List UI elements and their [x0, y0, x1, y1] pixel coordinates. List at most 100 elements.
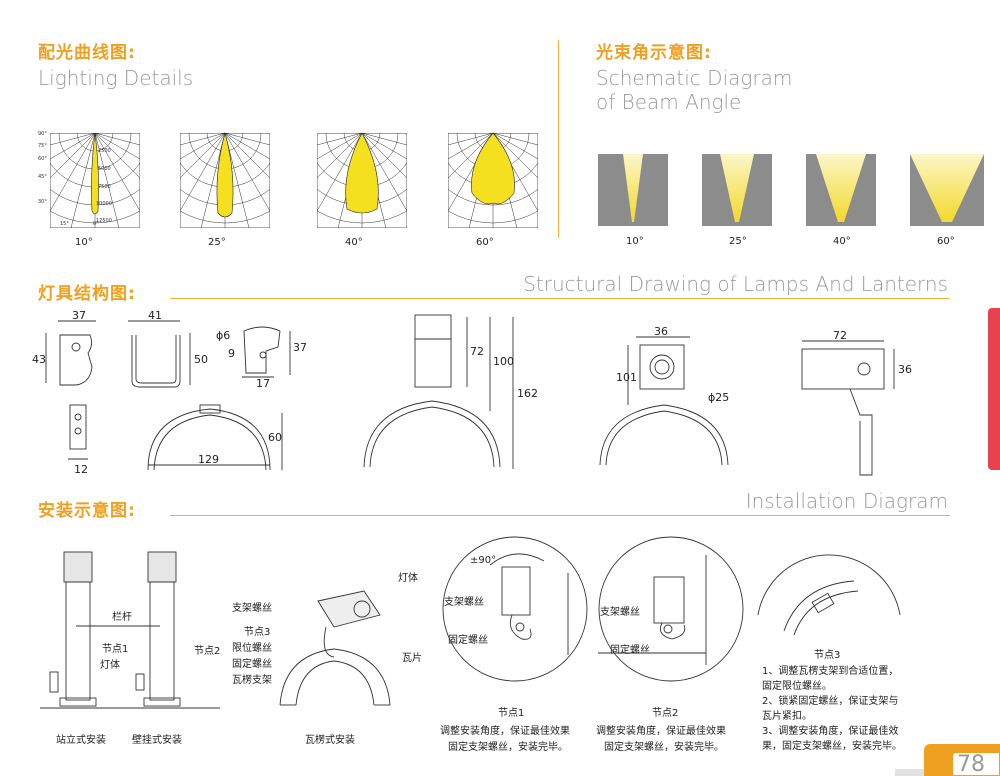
beam-box-60 [910, 154, 984, 226]
polar-tick-90: 90° [38, 131, 47, 137]
dim-60: 60 [268, 431, 282, 444]
label-tile-bracket: 瓦楞支架 [232, 673, 272, 686]
dim-72a: 72 [470, 345, 484, 358]
node2-line1: 调整安装角度，保证最佳效果 [596, 726, 726, 737]
lighting-title-cn: 配光曲线图: [38, 43, 136, 63]
part-u-channel [128, 320, 191, 388]
caption-tile: 瓦楞式安装 [305, 735, 355, 746]
label-lamp-body: 灯体 [398, 572, 418, 584]
dim-phi6: ϕ6 [216, 329, 230, 342]
label-lamp: 灯体 [100, 659, 120, 671]
label-tile: 瓦片 [402, 651, 422, 664]
beam-lobe [91, 132, 99, 215]
dim-100: 100 [493, 355, 514, 368]
polar-tick-60: 60° [38, 156, 47, 162]
label-rail: 栏杆 [112, 610, 132, 623]
node1-line2: 固定支架螺丝，安装完毕。 [448, 742, 568, 753]
part-side-clip [68, 404, 88, 460]
label-limit-screw: 限位螺丝 [232, 641, 272, 654]
structure-rule [170, 298, 950, 299]
label-node2: 节点2 [194, 645, 220, 657]
structure-drawings: 37 43 41 50 ϕ6 9 37 17 12 129 60 72 100 … [32, 309, 912, 476]
beam-lobe [345, 132, 379, 214]
tile-install-drawing: 灯体 支架螺丝 节点3 限位螺丝 固定螺丝 瓦楞支架 瓦片 [232, 572, 422, 706]
beam-angle-40: 40° [833, 236, 851, 247]
part-hook-bracket [45, 320, 96, 386]
node3-line4: 瓦片紧扣。 [762, 711, 812, 722]
dim-36a: 36 [654, 325, 668, 338]
dim-37a: 37 [72, 309, 86, 322]
node2-drawing: 支架螺丝 固定螺丝 [598, 536, 744, 682]
polar-chart-25 [180, 131, 270, 228]
caption-standing: 站立式安装 [56, 735, 106, 746]
node3-line5: 3、调整安装角度，保证最佳效 [762, 726, 899, 737]
polar-tick-75: 75° [38, 143, 47, 149]
node1-angle: ±90° [470, 555, 496, 566]
beam-angle-60: 60° [937, 236, 955, 247]
dim-17: 17 [256, 377, 270, 390]
dim-72b: 72 [833, 329, 847, 342]
node3-line1: 1、调整瓦楞支架到合适位置， [762, 666, 899, 677]
polar-chart-40 [317, 132, 407, 228]
beam-title-en-1: Schematic Diagram [596, 66, 793, 90]
beam-box-25 [702, 154, 772, 226]
beam-box-40 [806, 154, 876, 226]
dim-50: 50 [194, 353, 208, 366]
structure-title-en: Structural Drawing of Lamps And Lanterns [523, 272, 948, 296]
install-rule [170, 515, 950, 516]
dim-phi25: ϕ25 [708, 391, 729, 404]
polar-tick-0: 0° [93, 221, 99, 227]
label-node1: 节点1 [102, 643, 128, 655]
node3-line2: 固定限位螺丝。 [762, 681, 832, 692]
node2-title: 节点2 [652, 708, 679, 719]
install-title-cn: 安装示意图: [38, 501, 136, 521]
polar-ring-4: 10000 [96, 201, 112, 207]
node1-line1: 调整安装角度，保证最佳效果 [440, 726, 570, 737]
polar-ring-3: 7500 [98, 184, 111, 190]
node1-title: 节点1 [498, 708, 525, 719]
lighting-title-en: Lighting Details [38, 66, 194, 90]
polar-ring-5: 12500 [96, 218, 112, 224]
part-projector-side [801, 340, 895, 476]
label-fix-screw: 固定螺丝 [232, 657, 272, 670]
section-divider [558, 40, 559, 238]
dim-37b: 37 [293, 341, 307, 354]
part-lamp-arc [363, 314, 514, 469]
node2-line2: 固定支架螺丝，安装完毕。 [604, 742, 724, 753]
part-arc-bracket [147, 404, 283, 471]
polar-ring-2: 5000 [98, 166, 111, 172]
dim-12: 12 [74, 463, 88, 476]
lighting-angle-10: 10° [75, 237, 93, 248]
part-clamp-plate [242, 326, 291, 378]
dim-162: 162 [517, 387, 538, 400]
dim-36b: 36 [898, 363, 912, 376]
beam-title-cn: 光束角示意图: [596, 43, 712, 63]
node3-drawing [757, 554, 901, 636]
polar-tick-45: 45° [38, 174, 47, 180]
page-number: 78 [952, 752, 1000, 776]
node1-bracket-screw: 支架螺丝 [444, 596, 484, 608]
dim-9: 9 [228, 347, 235, 360]
node3-line6: 果，固定支架螺丝，安装完毕。 [762, 741, 902, 752]
dim-101: 101 [616, 371, 637, 384]
lighting-angle-60: 60° [476, 237, 494, 248]
node2-fix-screw: 固定螺丝 [610, 643, 650, 656]
lighting-angle-25: 25° [208, 237, 226, 248]
polar-chart-10 [50, 132, 140, 228]
node2-bracket-screw: 支架螺丝 [600, 606, 640, 618]
beam-angle-25: 25° [729, 236, 747, 247]
polar-diagrams: 90° 75° 60° 45° 30° 15° 0° 2500 5000 750… [38, 131, 538, 248]
beam-lobe [471, 132, 515, 205]
polar-tick-30: 30° [38, 199, 47, 205]
node1-fix-screw: 固定螺丝 [448, 633, 488, 646]
node3-title: 节点3 [814, 650, 841, 661]
dim-129: 129 [198, 453, 219, 466]
label-bracket-screw: 支架螺丝 [232, 602, 272, 614]
beam-lobe [216, 131, 234, 218]
structure-title-cn: 灯具结构图: [38, 284, 136, 304]
label-node3: 节点3 [244, 626, 270, 638]
part-square-lamp [599, 336, 729, 466]
polar-tick-15: 15° [60, 221, 69, 227]
node3-line3: 2、锁紧固定螺丝，保证支架与 [762, 696, 899, 707]
dim-43: 43 [32, 353, 46, 366]
